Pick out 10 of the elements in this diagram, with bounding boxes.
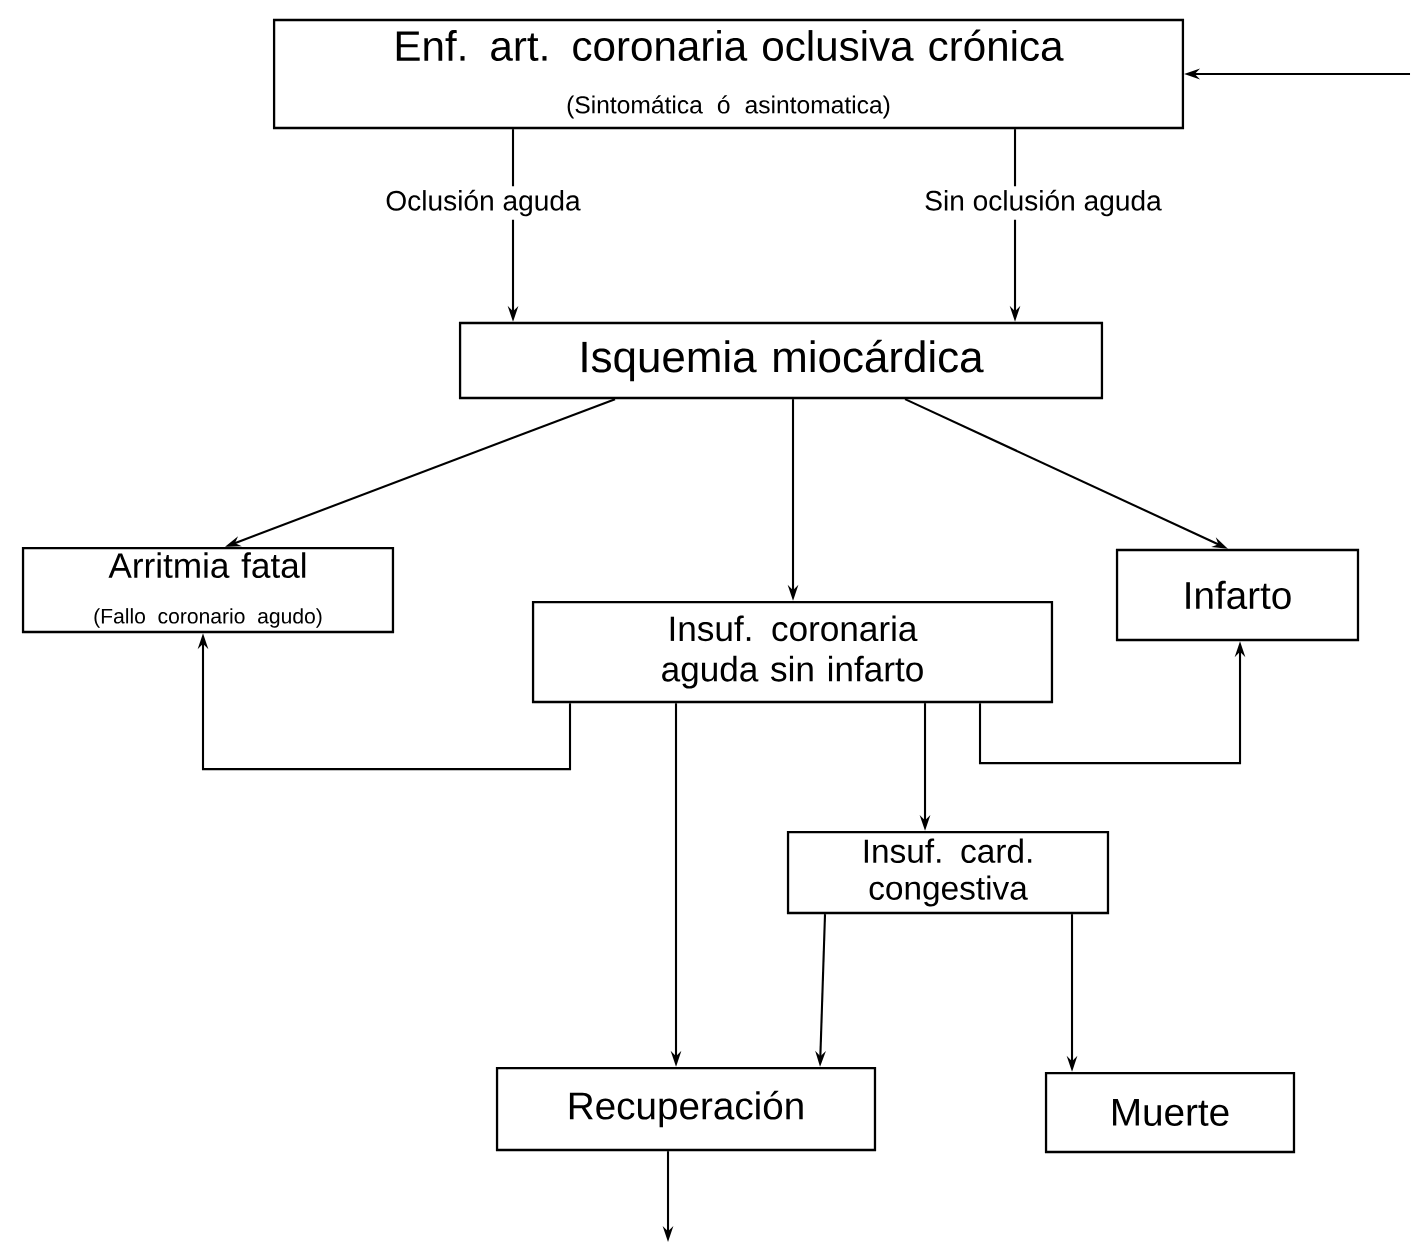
- process-box: Arritmia fatal (Fallo coronario agudo): [21, 546, 395, 634]
- process-box: Isquemia miocárdica: [458, 321, 1104, 400]
- process-box: Insuf. coronaria aguda sin infarto: [531, 600, 1054, 704]
- edge-label: Sin oclusión aguda: [920, 186, 1166, 220]
- process-box: Recuperación: [495, 1066, 877, 1152]
- edge-label: Oclusión aguda: [381, 186, 585, 220]
- process-box: Infarto: [1115, 548, 1360, 642]
- process-box: Insuf. card. congestiva: [786, 830, 1110, 915]
- process-box: Enf. art. coronaria oclusiva crónica (Sintomática ó asintomatica): [272, 18, 1185, 130]
- process-box: Muerte: [1044, 1071, 1296, 1154]
